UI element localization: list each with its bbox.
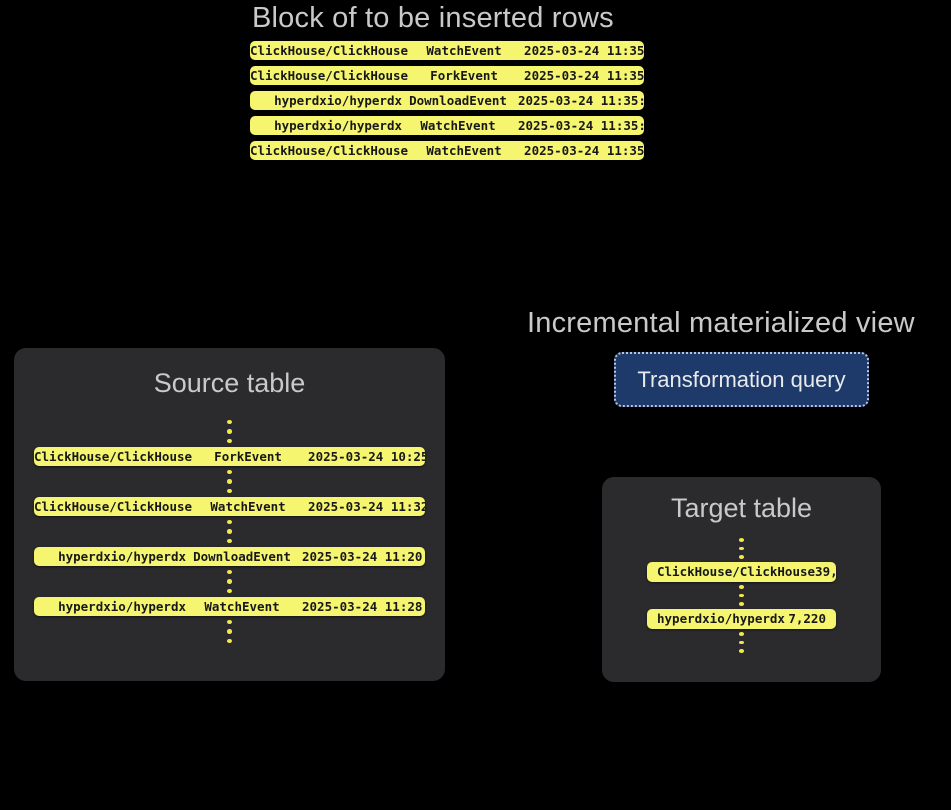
source-table-rows: ClickHouse/ClickHouse ForkEvent 2025-03-24…	[34, 416, 425, 647]
table-row: ClickHouse/ClickHouse WatchEvent 2025-03-2…	[250, 41, 644, 60]
row-timestamp: 2025-03-24 11:35:54	[524, 143, 644, 158]
target-table-panel: Target table ClickHouse/ClickHouse39,640…	[602, 477, 881, 682]
row-repo: hyperdxio/hyperdx	[58, 599, 186, 614]
ellipsis-dot	[227, 420, 232, 425]
row-event: DownloadEvent	[409, 93, 507, 108]
row-event: WatchEvent	[420, 118, 496, 133]
ellipsis-dot	[227, 529, 232, 534]
ellipsis-dot	[227, 579, 232, 584]
row-repo: hyperdxio/hyperdx	[274, 93, 402, 108]
ellipsis-dot	[739, 546, 744, 551]
table-row: ClickHouse/ClickHouse ForkEvent 2025-03-24…	[34, 447, 425, 466]
row-repo: hyperdxio/hyperdx	[58, 549, 186, 564]
ellipsis-dot	[227, 629, 232, 634]
row-timestamp: 2025-03-24 11:35:52	[518, 118, 644, 133]
ellipsis-dot	[739, 640, 744, 645]
ellipsis-dot	[739, 602, 744, 607]
target-table-title: Target table	[670, 493, 813, 523]
row-timestamp: 2025-03-24 11:35:44	[524, 68, 644, 83]
row-repo: hyperdxio/hyperdx	[274, 118, 402, 133]
row-repo: ClickHouse/ClickHouse	[250, 43, 409, 58]
ellipsis-dot	[227, 520, 232, 525]
ellipsis-dot	[739, 555, 744, 560]
ellipsis-dot	[227, 538, 232, 543]
row-event: ForkEvent	[430, 68, 498, 83]
ellipsis-dot	[739, 585, 744, 589]
row-timestamp: 2025-03-24 11:32:54	[308, 499, 425, 514]
incremental-materialized-view-title: Incremental materialized view	[527, 307, 915, 339]
table-row: hyperdxio/hyperdx WatchEvent 2025-03-24 11…	[250, 116, 644, 135]
ellipsis-dot	[227, 638, 232, 643]
table-row: hyperdxio/hyperdx DownloadEvent 2025-03-24…	[250, 91, 644, 110]
table-row: ClickHouse/ClickHouse ForkEvent 2025-03-24…	[250, 66, 644, 85]
row-timestamp: 2025-03-24 11:35:48	[518, 93, 644, 108]
row-repo: ClickHouse/ClickHouse	[657, 564, 816, 579]
ellipsis-dot	[227, 488, 232, 493]
ellipsis-dot	[739, 649, 744, 654]
ellipsis-dot	[739, 593, 744, 598]
transformation-query-label: Transformation query	[637, 366, 846, 392]
ellipsis-dot	[739, 538, 744, 542]
source-ellipsis	[34, 570, 425, 593]
row-event: WatchEvent	[210, 499, 286, 514]
ellipsis-dot	[227, 588, 232, 593]
ellipsis-dot	[227, 438, 232, 443]
row-repo: ClickHouse/ClickHouse	[34, 499, 193, 514]
ellipsis-dot	[227, 429, 232, 434]
ellipsis-dot	[227, 470, 232, 475]
source-ellipsis	[34, 520, 425, 543]
source-table-panel: Source table ClickHouse/ClickHouse ForkEv…	[14, 348, 445, 681]
row-event: WatchEvent	[426, 143, 502, 158]
row-count: 7,220	[788, 611, 826, 626]
source-ellipsis	[34, 470, 425, 493]
row-timestamp: 2025-03-24 11:35:40	[524, 43, 644, 58]
row-event: WatchEvent	[204, 599, 280, 614]
row-timestamp: 2025-03-24 10:25:00	[308, 449, 425, 464]
row-repo: ClickHouse/ClickHouse	[250, 143, 409, 158]
source-ellipsis	[34, 420, 425, 443]
row-event: DownloadEvent	[193, 549, 291, 564]
row-timestamp: 2025-03-24 11:28:32	[302, 599, 425, 614]
ellipsis-dot	[227, 479, 232, 484]
block-of-rows-title: Block of to be inserted rows	[252, 2, 614, 34]
target-ellipsis	[647, 585, 836, 607]
ellipsis-dot	[227, 570, 232, 575]
ellipsis-dot	[739, 632, 744, 636]
row-event: WatchEvent	[426, 43, 502, 58]
transformation-query-box[interactable]: Transformation query	[614, 352, 869, 407]
row-event: ForkEvent	[214, 449, 282, 464]
row-repo: ClickHouse/ClickHouse	[250, 68, 409, 83]
row-timestamp: 2025-03-24 11:20:12	[302, 549, 425, 564]
row-count: 39,640	[815, 564, 836, 579]
target-ellipsis	[647, 538, 836, 560]
ellipsis-dot	[227, 620, 232, 625]
target-ellipsis	[647, 632, 836, 654]
table-row: hyperdxio/hyperdx DownloadEvent 2025-03-24…	[34, 547, 425, 566]
source-ellipsis	[34, 620, 425, 643]
source-table-title: Source table	[153, 368, 306, 398]
table-row: hyperdxio/hyperdx WatchEvent 2025-03-24 11…	[34, 597, 425, 616]
table-row: ClickHouse/ClickHouse WatchEvent 2025-03-2…	[34, 497, 425, 516]
row-repo: hyperdxio/hyperdx	[657, 611, 785, 626]
table-row: ClickHouse/ClickHouse WatchEvent 2025-03-2…	[250, 141, 644, 160]
row-repo: ClickHouse/ClickHouse	[34, 449, 193, 464]
